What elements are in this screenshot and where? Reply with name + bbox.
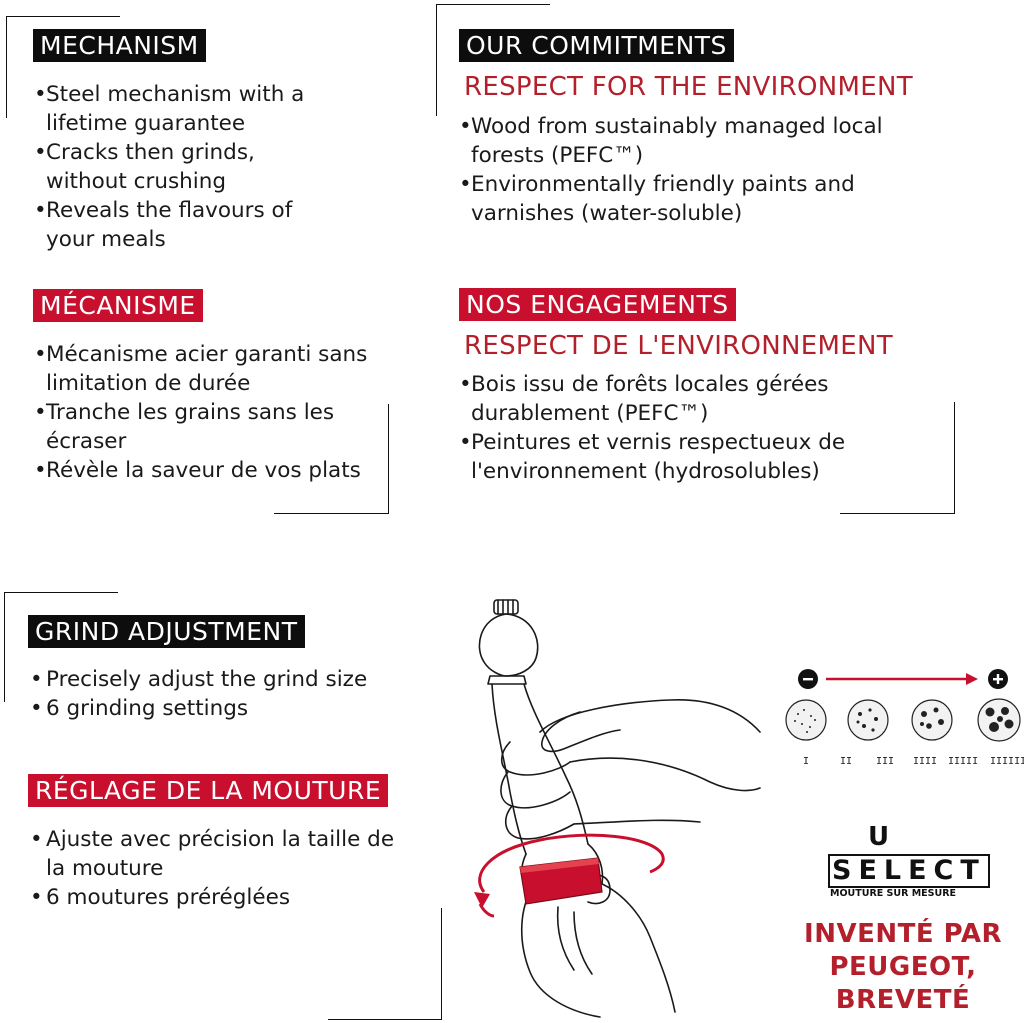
frame-line [6,16,120,17]
commitments-list-en: Wood from sustainably managed local fore… [459,112,929,228]
grind-list-en: Precisely adjust the grind size 6 grindi… [30,665,430,723]
logo-name: SELECT [828,854,990,888]
mechanism-list-en: Steel mechanism with a lifetime guarante… [34,80,324,254]
grind-list-fr: Ajuste avec précision la taille de la mo… [30,825,410,912]
grind-setting-label: IIIII [948,756,979,767]
adjustment-ring [519,857,603,905]
list-item: Wood from sustainably managed local fore… [459,112,929,170]
frame-line [4,592,5,702]
grind-setting-label: IIIIII [990,756,1024,767]
commitments-list-fr: Bois issu de forêts locales gérées durab… [459,370,889,486]
list-item: 6 grinding settings [30,694,430,723]
grind-scale-graphic [785,669,1021,742]
frame-line [4,592,118,593]
mechanism-heading-fr: MÉCANISME [33,289,203,322]
list-item: Tranche les grains sans les écraser [34,398,379,456]
grind-setting-label: III [876,756,895,767]
frame-line [388,404,389,514]
list-item: Reveals the flavours of your meals [34,196,324,254]
frame-line [840,513,955,514]
mechanism-list-fr: Mécanisme acier garanti sans limitation … [34,340,379,485]
frame-line [6,16,7,118]
logo-letter: U [868,822,890,852]
logo-tagline: MOUTURE SUR MESURE [830,888,957,899]
list-item: Révèle la saveur de vos plats [34,456,379,485]
invented-by-peugeot: INVENTÉ PAR PEUGEOT, BREVETÉ [804,919,1002,1015]
grind-heading-en: GRIND ADJUSTMENT [28,615,305,648]
list-item: 6 moutures préréglées [30,883,410,912]
commitments-subheading-en: RESPECT FOR THE ENVIRONMENT [464,72,913,102]
grind-setting-label: IIII [913,756,938,767]
grind-setting-label: II [840,756,853,767]
commitments-heading-en: OUR COMMITMENTS [459,29,734,62]
frame-line [436,4,550,5]
frame-line [441,908,442,1020]
list-item: Ajuste avec précision la taille de la mo… [30,825,410,883]
list-item: Mécanisme acier garanti sans limitation … [34,340,379,398]
uselect-logo: U SELECT MOUTURE SUR MESURE [828,822,990,904]
commitments-subheading-fr: RESPECT DE L'ENVIRONNEMENT [464,331,893,361]
frame-line [954,402,955,514]
pepper-mill-illustration [474,599,761,1018]
list-item: Precisely adjust the grind size [30,665,430,694]
frame-line [328,1019,442,1020]
list-item: Peintures et vernis respectueux de l'env… [459,428,889,486]
commitments-heading-fr: NOS ENGAGEMENTS [459,288,736,321]
list-item: Cracks then grinds, without crushing [34,138,324,196]
frame-line [274,513,389,514]
list-item: Environmentally friendly paints and varn… [459,170,929,228]
grind-setting-label: I [803,756,810,767]
list-item: Steel mechanism with a lifetime guarante… [34,80,324,138]
list-item: Bois issu de forêts locales gérées durab… [459,370,889,428]
frame-line [436,4,437,116]
grind-heading-fr: RÉGLAGE DE LA MOUTURE [28,774,389,807]
mechanism-heading-en: MECHANISM [33,29,206,62]
